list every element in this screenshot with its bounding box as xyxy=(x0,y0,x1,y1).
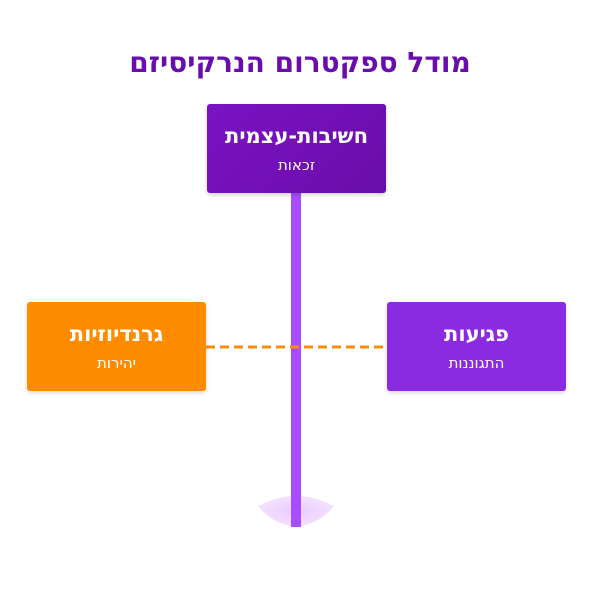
node-self-importance: חשיבות-עצמית זכאות xyxy=(207,104,386,193)
node-grandiosity-heading: גרנדיוזיות xyxy=(69,321,164,346)
node-vulnerability-sub: התגוננות xyxy=(448,353,505,372)
diagram-title: מודל ספקטרום הנרקיסיזם xyxy=(129,46,471,79)
node-self-importance-sub: זכאות xyxy=(277,155,316,174)
vertical-axis xyxy=(291,192,301,527)
node-grandiosity: גרנדיוזיות יהירות xyxy=(27,302,206,391)
node-grandiosity-sub: יהירות xyxy=(97,353,136,372)
node-self-importance-heading: חשיבות-עצמית xyxy=(224,123,369,148)
node-vulnerability: פגיעות התגוננות xyxy=(387,302,566,391)
node-vulnerability-heading: פגיעות xyxy=(444,321,509,346)
